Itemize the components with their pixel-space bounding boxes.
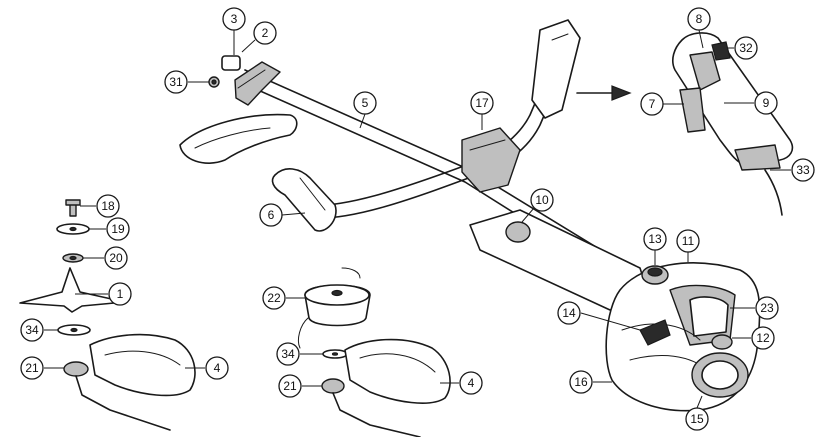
callout-7-label: 7 <box>649 97 656 111</box>
callout-21a-label: 21 <box>25 361 39 375</box>
engine-housing <box>505 221 761 412</box>
callout-17-label: 17 <box>475 96 489 110</box>
callout-34-blade: 34 <box>20 318 58 342</box>
callout-16-label: 16 <box>574 375 588 389</box>
callout-14: 14 <box>557 301 641 331</box>
callout-23: 23 <box>730 296 779 320</box>
callout-12: 12 <box>732 326 775 350</box>
callout-4a-label: 4 <box>214 361 221 375</box>
callout-13: 13 <box>643 227 667 265</box>
callout-34b-label: 34 <box>281 347 295 361</box>
trimmer-head-assembly <box>297 267 451 437</box>
callout-11: 11 <box>676 229 700 262</box>
callout-19-label: 19 <box>111 222 125 236</box>
callout-6: 6 <box>259 203 306 227</box>
callout-12-label: 12 <box>756 331 770 345</box>
callout-13-label: 13 <box>648 232 662 246</box>
callout-1-label: 1 <box>117 287 124 301</box>
callout-19: 19 <box>89 217 130 241</box>
callout-10-label: 10 <box>535 193 549 207</box>
callout-15-label: 15 <box>690 412 704 426</box>
callout-23-label: 23 <box>760 301 774 315</box>
callout-18: 18 <box>80 194 120 218</box>
callout-33-label: 33 <box>796 163 810 177</box>
callout-22-label: 22 <box>267 291 281 305</box>
callout-21-trimmer: 21 <box>278 374 322 398</box>
callout-3-label: 3 <box>231 12 238 26</box>
callout-5-label: 5 <box>362 96 369 110</box>
callout-9-label: 9 <box>763 96 770 110</box>
callout-20-label: 20 <box>109 251 123 265</box>
callout-11-label: 11 <box>682 234 695 248</box>
callout-3: 3 <box>222 7 246 55</box>
callout-4b-label: 4 <box>468 376 475 390</box>
callout-6-label: 6 <box>268 208 275 222</box>
callout-16: 16 <box>569 370 612 394</box>
callout-32-label: 32 <box>739 41 753 55</box>
hex-nut <box>208 76 220 88</box>
callout-15: 15 <box>685 395 709 431</box>
callout-33: 33 <box>770 158 815 182</box>
callout-34-trimmer: 34 <box>276 342 323 366</box>
arrow-right-icon <box>611 85 632 101</box>
callout-5: 5 <box>353 91 377 129</box>
callout-34a-label: 34 <box>25 323 39 337</box>
callout-21-blade: 21 <box>20 356 64 380</box>
callout-21b-label: 21 <box>283 379 297 393</box>
callout-4-trimmer-guard: 4 <box>440 371 483 395</box>
callout-22: 22 <box>262 286 305 310</box>
callout-2: 2 <box>241 21 277 53</box>
brushcutter-assembly <box>179 19 761 412</box>
callout-10: 10 <box>521 188 554 223</box>
callout-4-blade-guard: 4 <box>185 356 229 380</box>
callout-32: 32 <box>728 36 758 60</box>
callout-8: 8 <box>687 7 711 49</box>
callout-7: 7 <box>640 92 684 116</box>
handlebar <box>271 19 581 232</box>
callout-1: 1 <box>75 282 132 306</box>
blade-assembly <box>19 199 196 431</box>
callout-9: 9 <box>724 91 778 115</box>
callout-8-label: 8 <box>696 12 703 26</box>
throttle-handle-detail <box>576 32 794 216</box>
callout-20: 20 <box>83 246 128 270</box>
cutter-guard-top <box>179 55 298 164</box>
callout-31-label: 31 <box>169 75 183 89</box>
callout-14-label: 14 <box>562 306 576 320</box>
callout-2-label: 2 <box>262 26 269 40</box>
callout-18-label: 18 <box>101 199 115 213</box>
callout-17: 17 <box>470 91 494 130</box>
callout-31: 31 <box>164 70 209 94</box>
